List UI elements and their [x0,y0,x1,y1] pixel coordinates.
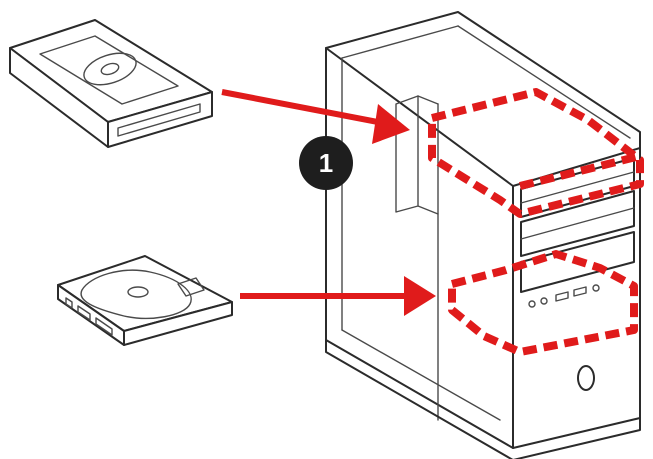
hard-drive-icon [57,255,233,346]
hard-drive-arrow [240,276,436,316]
hard-drive-bay-highlight [448,250,638,356]
step-number: 1 [319,148,333,178]
optical-drive-arrow [221,89,410,144]
step-badge-circle [299,136,353,190]
optical-bay-highlight [428,88,644,218]
pc-tower-icon [325,11,641,459]
optical-drive-icon [9,19,213,148]
step-badge: 1 [299,136,353,190]
